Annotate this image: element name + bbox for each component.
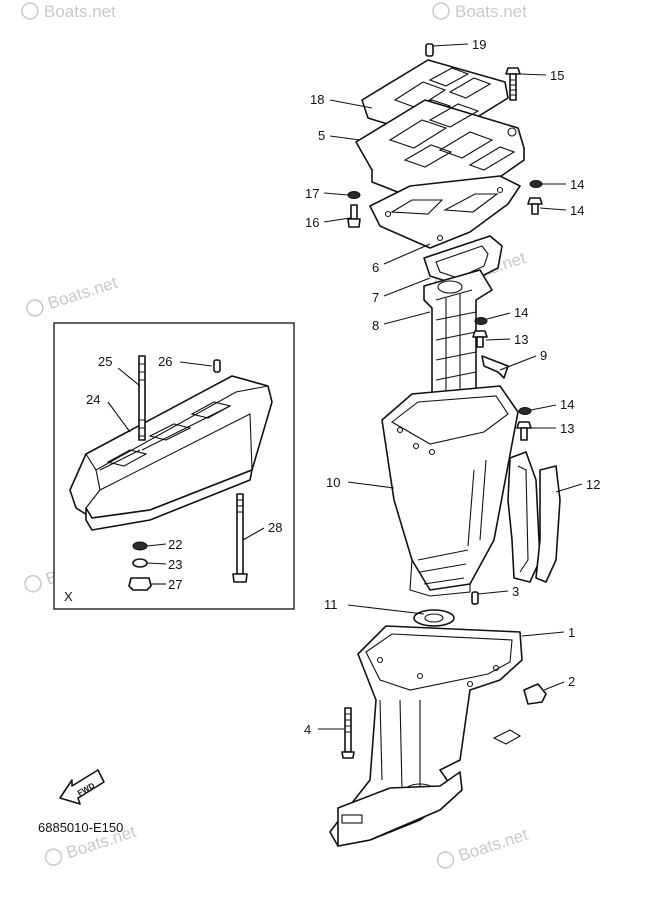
part-24-exhaust-guide-inset — [69, 375, 273, 531]
callout-14a: 14 — [514, 305, 528, 320]
svg-text:Boats.net: Boats.net — [455, 2, 527, 21]
part-13-bolt-lower — [516, 421, 532, 441]
leader-26 — [179, 361, 213, 367]
part-22-washer — [132, 541, 148, 551]
part-23-lock-washer — [132, 558, 148, 568]
leader-3 — [477, 590, 509, 595]
part-27-nut — [128, 577, 152, 591]
part-3-dowel-pin — [471, 591, 479, 605]
leader-10 — [347, 481, 395, 489]
part-14-washer-lower — [518, 407, 532, 415]
leader-1 — [521, 631, 565, 637]
callout-18: 16 — [305, 215, 319, 230]
part-17-bolt — [505, 67, 521, 101]
watermark-mid-left: Boats.net — [26, 273, 120, 317]
watermark-top-left: Boats.net — [21, 2, 116, 21]
callout-21: 19 — [472, 37, 486, 52]
part-6-gasket — [369, 175, 521, 249]
part-26-dowel-pin — [213, 359, 221, 373]
leader-14a — [486, 312, 511, 320]
callout-4: 4 — [304, 722, 311, 737]
part-1-upper-casing — [329, 625, 523, 847]
callout-numbers: 19 15 18 5 14 14 17 16 6 7 8 14 13 9 14 … — [86, 37, 600, 737]
part-2-cap — [523, 683, 547, 705]
callout-13b: 13 — [560, 421, 574, 436]
svg-text:Boats.net: Boats.net — [456, 825, 530, 865]
part-15-bolt — [527, 197, 543, 215]
callout-11: 11 — [324, 597, 338, 612]
part-4-bolt — [341, 707, 355, 759]
callout-17: 15 — [550, 68, 564, 83]
leader-8 — [383, 311, 431, 325]
leader-25 — [117, 367, 141, 387]
leader-28 — [242, 527, 265, 541]
diagram-code: 6885010-E150 — [38, 820, 123, 835]
leader-23 — [146, 562, 167, 565]
callout-16: 14 — [570, 177, 584, 192]
part-12-rubber-seal — [507, 451, 561, 583]
part-19-washer — [347, 191, 361, 199]
part-21-dowel-pin — [425, 43, 434, 57]
fwd-arrow: FWD — [59, 769, 105, 805]
leader-22 — [146, 543, 167, 547]
part-18-bolt — [347, 204, 361, 228]
callout-20: 18 — [310, 92, 324, 107]
part-16-washer — [529, 180, 543, 188]
callout-13a: 13 — [514, 332, 528, 347]
leader-18 — [323, 217, 351, 223]
part-10-upper-casing-liner — [381, 385, 519, 597]
callout-7: 7 — [372, 290, 379, 305]
leader-20 — [329, 99, 373, 109]
callout-5: 5 — [318, 128, 325, 143]
callout-25: 25 — [98, 354, 112, 369]
callout-27: 27 — [168, 577, 182, 592]
callout-23: 23 — [168, 557, 182, 572]
callout-26: 26 — [158, 354, 172, 369]
leader-9 — [499, 355, 537, 371]
watermark-top-right: Boats.net — [432, 2, 527, 21]
svg-text:Boats.net: Boats.net — [44, 2, 116, 21]
leader-11 — [347, 604, 425, 615]
leader-13a — [485, 338, 511, 341]
inset-label-x: X — [64, 589, 73, 604]
part-13-bolt-upper — [472, 330, 488, 348]
leader-24 — [107, 401, 131, 433]
callout-8: 8 — [372, 318, 379, 333]
callout-19: 17 — [305, 186, 319, 201]
leader-17 — [519, 73, 547, 76]
callout-9: 9 — [540, 348, 547, 363]
part-25-stud-bolt — [138, 355, 146, 441]
callout-22: 22 — [168, 537, 182, 552]
leader-21 — [431, 43, 469, 47]
callout-2: 2 — [568, 674, 575, 689]
part-11-grommet — [413, 609, 455, 627]
leader-14b — [530, 404, 557, 411]
callout-10: 10 — [326, 475, 340, 490]
callout-1: 1 — [568, 625, 575, 640]
callout-14b: 14 — [560, 397, 574, 412]
callout-15: 14 — [570, 203, 584, 218]
callout-12: 12 — [586, 477, 600, 492]
leader-19 — [323, 192, 349, 196]
leader-15 — [539, 207, 567, 211]
callout-28: 28 — [268, 520, 282, 535]
callout-6: 6 — [372, 260, 379, 275]
part-14-washer-upper — [474, 317, 488, 325]
leader-5 — [329, 135, 361, 141]
part-9-bracket — [481, 355, 509, 379]
callout-24: 24 — [86, 392, 100, 407]
leader-7 — [383, 277, 431, 297]
svg-text:Boats.net: Boats.net — [45, 273, 119, 313]
leader-2 — [543, 681, 565, 691]
callout-3: 3 — [512, 584, 519, 599]
leader-12 — [555, 483, 583, 493]
watermark-bottom-right: Boats.net — [436, 825, 531, 869]
leader-6 — [383, 243, 431, 265]
part-28-long-bolt — [232, 493, 248, 583]
leader-lines — [107, 43, 583, 730]
